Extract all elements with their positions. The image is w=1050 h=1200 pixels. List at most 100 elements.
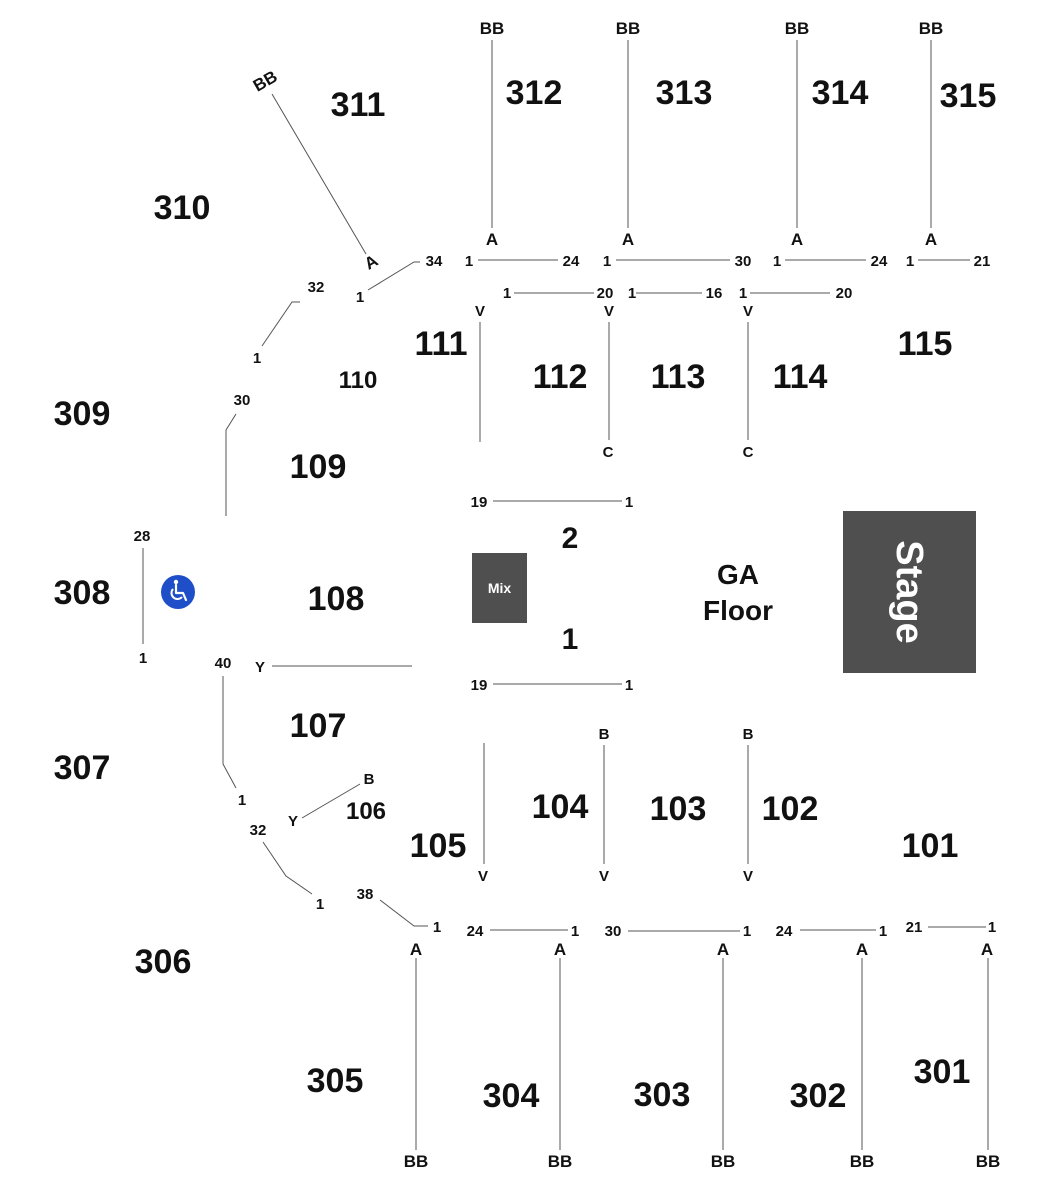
section-110[interactable]: 110 bbox=[339, 367, 378, 394]
section-314[interactable]: 314 bbox=[812, 74, 869, 112]
section-310[interactable]: 310 bbox=[154, 189, 211, 227]
seat-number: 1 bbox=[503, 285, 511, 302]
section-104[interactable]: 104 bbox=[532, 788, 589, 826]
section-306[interactable]: 306 bbox=[135, 943, 192, 981]
row-label-bb: BB bbox=[919, 19, 944, 38]
seat-number: 40 bbox=[215, 655, 232, 672]
section-312[interactable]: 312 bbox=[506, 74, 563, 112]
row-label-a: A bbox=[554, 940, 566, 959]
seat-number: 1 bbox=[571, 923, 579, 940]
section-304[interactable]: 304 bbox=[483, 1077, 540, 1115]
stage-label: Stage bbox=[888, 540, 930, 643]
section-303[interactable]: 303 bbox=[634, 1076, 691, 1114]
row-label-a: A bbox=[791, 230, 803, 249]
seat-number: 21 bbox=[906, 919, 923, 936]
row-label-a: A bbox=[410, 940, 422, 959]
row-label-v: V bbox=[475, 303, 485, 320]
section-102[interactable]: 102 bbox=[762, 790, 819, 828]
section-302[interactable]: 302 bbox=[790, 1077, 847, 1115]
wheelchair-icon bbox=[161, 575, 195, 609]
seat-number: 24 bbox=[467, 923, 484, 940]
seat-number: 1 bbox=[879, 923, 887, 940]
seat-number: 19 bbox=[471, 494, 488, 511]
section-308[interactable]: 308 bbox=[54, 574, 111, 612]
section-109[interactable]: 109 bbox=[290, 448, 347, 486]
floor-section-1[interactable]: 1 bbox=[562, 623, 579, 656]
seat-number: 21 bbox=[974, 253, 991, 270]
section-106[interactable]: 106 bbox=[346, 798, 386, 825]
section-113[interactable]: 113 bbox=[651, 358, 706, 396]
seat-number: 1 bbox=[625, 677, 633, 694]
row-label-bb: BB bbox=[976, 1152, 1001, 1171]
row-guide-lines bbox=[142, 40, 989, 1150]
seat-number: 1 bbox=[356, 289, 364, 306]
row-label-v: V bbox=[599, 868, 609, 885]
seat-number: 1 bbox=[603, 253, 611, 270]
section-115[interactable]: 115 bbox=[898, 325, 953, 363]
row-label-v: V bbox=[478, 868, 488, 885]
seat-number: 19 bbox=[471, 677, 488, 694]
seat-number: 1 bbox=[743, 923, 751, 940]
seat-number: 1 bbox=[433, 919, 441, 936]
section-112[interactable]: 112 bbox=[533, 358, 588, 396]
section-111[interactable]: 111 bbox=[415, 325, 468, 363]
section-101[interactable]: 101 bbox=[902, 827, 959, 865]
seat-number: 1 bbox=[906, 253, 914, 270]
row-label-v: V bbox=[604, 303, 614, 320]
sections-300-level: 301 302 303 304 305 306 307 308 309 310 … bbox=[54, 74, 997, 1115]
seat-number: 32 bbox=[250, 822, 267, 839]
seat-number: 24 bbox=[871, 253, 888, 270]
row-label-a: A bbox=[361, 251, 381, 274]
row-label-bb: BB bbox=[404, 1152, 429, 1171]
seat-number: 34 bbox=[426, 253, 443, 270]
section-301[interactable]: 301 bbox=[914, 1053, 971, 1091]
section-105[interactable]: 105 bbox=[410, 827, 467, 865]
section-108[interactable]: 108 bbox=[308, 580, 365, 618]
mix-position bbox=[472, 553, 527, 623]
seat-number: 1 bbox=[739, 285, 747, 302]
seat-number: 30 bbox=[735, 253, 752, 270]
row-label-bb: BB bbox=[711, 1152, 736, 1171]
row-label-a: A bbox=[925, 230, 937, 249]
ga-floor-label-line2: Floor bbox=[703, 595, 773, 626]
seat-number: 1 bbox=[988, 919, 996, 936]
floor-section-2[interactable]: 2 bbox=[562, 522, 579, 555]
seat-number: 20 bbox=[597, 285, 614, 302]
row-label-c: C bbox=[743, 444, 754, 461]
seat-number: 24 bbox=[776, 923, 793, 940]
row-label-bb: BB bbox=[785, 19, 810, 38]
section-313[interactable]: 313 bbox=[656, 74, 713, 112]
row-label-v: V bbox=[743, 303, 753, 320]
seat-number: 1 bbox=[625, 494, 633, 511]
seat-number: 30 bbox=[234, 392, 251, 409]
section-114[interactable]: 114 bbox=[773, 358, 828, 396]
stage[interactable] bbox=[843, 511, 976, 673]
section-103[interactable]: 103 bbox=[650, 790, 707, 828]
row-label-a: A bbox=[717, 940, 729, 959]
seat-number: 38 bbox=[357, 886, 374, 903]
section-305[interactable]: 305 bbox=[307, 1062, 364, 1100]
seat-number: 1 bbox=[465, 253, 473, 270]
seat-number: 1 bbox=[628, 285, 636, 302]
section-107[interactable]: 107 bbox=[290, 707, 347, 745]
row-label-y: Y bbox=[255, 659, 265, 676]
row-label-a: A bbox=[486, 230, 498, 249]
row-label-b: B bbox=[364, 771, 375, 788]
row-label-y: Y bbox=[288, 813, 298, 830]
seat-number: 32 bbox=[308, 279, 325, 296]
ga-floor-label-line1: GA bbox=[717, 559, 759, 590]
seat-number: 30 bbox=[605, 923, 622, 940]
sections-100-level: 101 102 103 104 105 106 107 108 109 110 … bbox=[290, 325, 959, 865]
section-309[interactable]: 309 bbox=[54, 395, 111, 433]
row-label-bb: BB bbox=[480, 19, 505, 38]
seat-number: 1 bbox=[316, 896, 324, 913]
section-311[interactable]: 311 bbox=[331, 86, 386, 124]
row-labels: BB BB BB BB BB A A A A A 1 24 1 30 1 24 … bbox=[134, 19, 1001, 1171]
row-label-bb: BB bbox=[850, 1152, 875, 1171]
row-label-b: B bbox=[599, 726, 610, 743]
section-315[interactable]: 315 bbox=[940, 77, 997, 115]
section-307[interactable]: 307 bbox=[54, 749, 111, 787]
row-label-bb: BB bbox=[616, 19, 641, 38]
row-label-a: A bbox=[981, 940, 993, 959]
